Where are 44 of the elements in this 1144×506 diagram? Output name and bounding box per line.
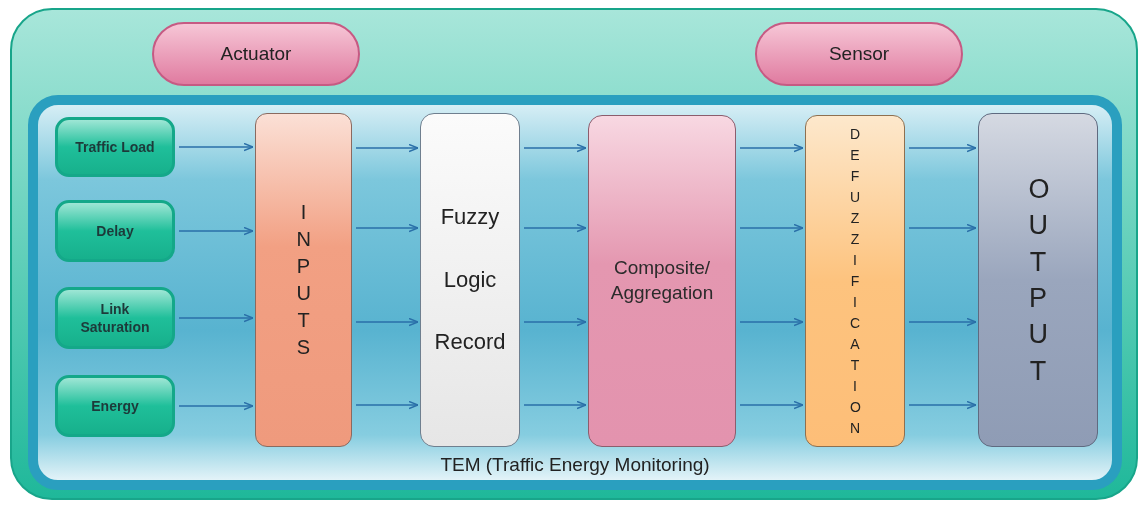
input-box <box>55 375 175 437</box>
arrow <box>739 400 804 410</box>
box-label: INPUTS <box>296 200 311 360</box>
arrow <box>908 223 977 233</box>
arrow <box>523 143 587 153</box>
process-column <box>805 115 905 447</box>
arrow <box>739 223 804 233</box>
arrow <box>908 317 977 327</box>
arrow <box>739 317 804 327</box>
input-box <box>55 117 175 177</box>
box-label: OUTPUT <box>1028 172 1048 388</box>
box-label: DEFUZZIFICATION <box>850 124 860 438</box>
arrow <box>523 317 587 327</box>
box-label: Delay <box>95 221 135 241</box>
arrow <box>178 226 254 236</box>
box-label: Link Saturation <box>79 299 151 337</box>
arrow <box>178 142 254 152</box>
arrow <box>178 401 254 411</box>
arrow <box>355 143 419 153</box>
arrow <box>739 143 804 153</box>
arrow <box>908 400 977 410</box>
panel-title: TEM (Traffic Energy Monitoring) <box>439 454 711 476</box>
arrow <box>355 400 419 410</box>
input-box <box>55 287 175 349</box>
device-pill <box>152 22 360 86</box>
arrow <box>355 223 419 233</box>
output-column <box>978 113 1098 447</box>
box-label: Actuator <box>220 43 292 65</box>
arrow <box>523 400 587 410</box>
process-column <box>420 113 520 447</box>
box-label: Energy <box>90 396 140 416</box>
arrow <box>355 317 419 327</box>
box-label: Traffic Load <box>74 137 156 157</box>
box-label: Sensor <box>828 43 890 65</box>
arrow <box>178 313 254 323</box>
arrow <box>523 223 587 233</box>
input-box <box>55 200 175 262</box>
process-column <box>255 113 352 447</box>
box-label: Fuzzy Logic Record <box>433 202 507 357</box>
monitoring-panel <box>28 95 1122 490</box>
process-column <box>588 115 736 447</box>
arrow <box>908 143 977 153</box>
device-pill <box>755 22 963 86</box>
box-label: Composite/ Aggregation <box>609 256 715 305</box>
